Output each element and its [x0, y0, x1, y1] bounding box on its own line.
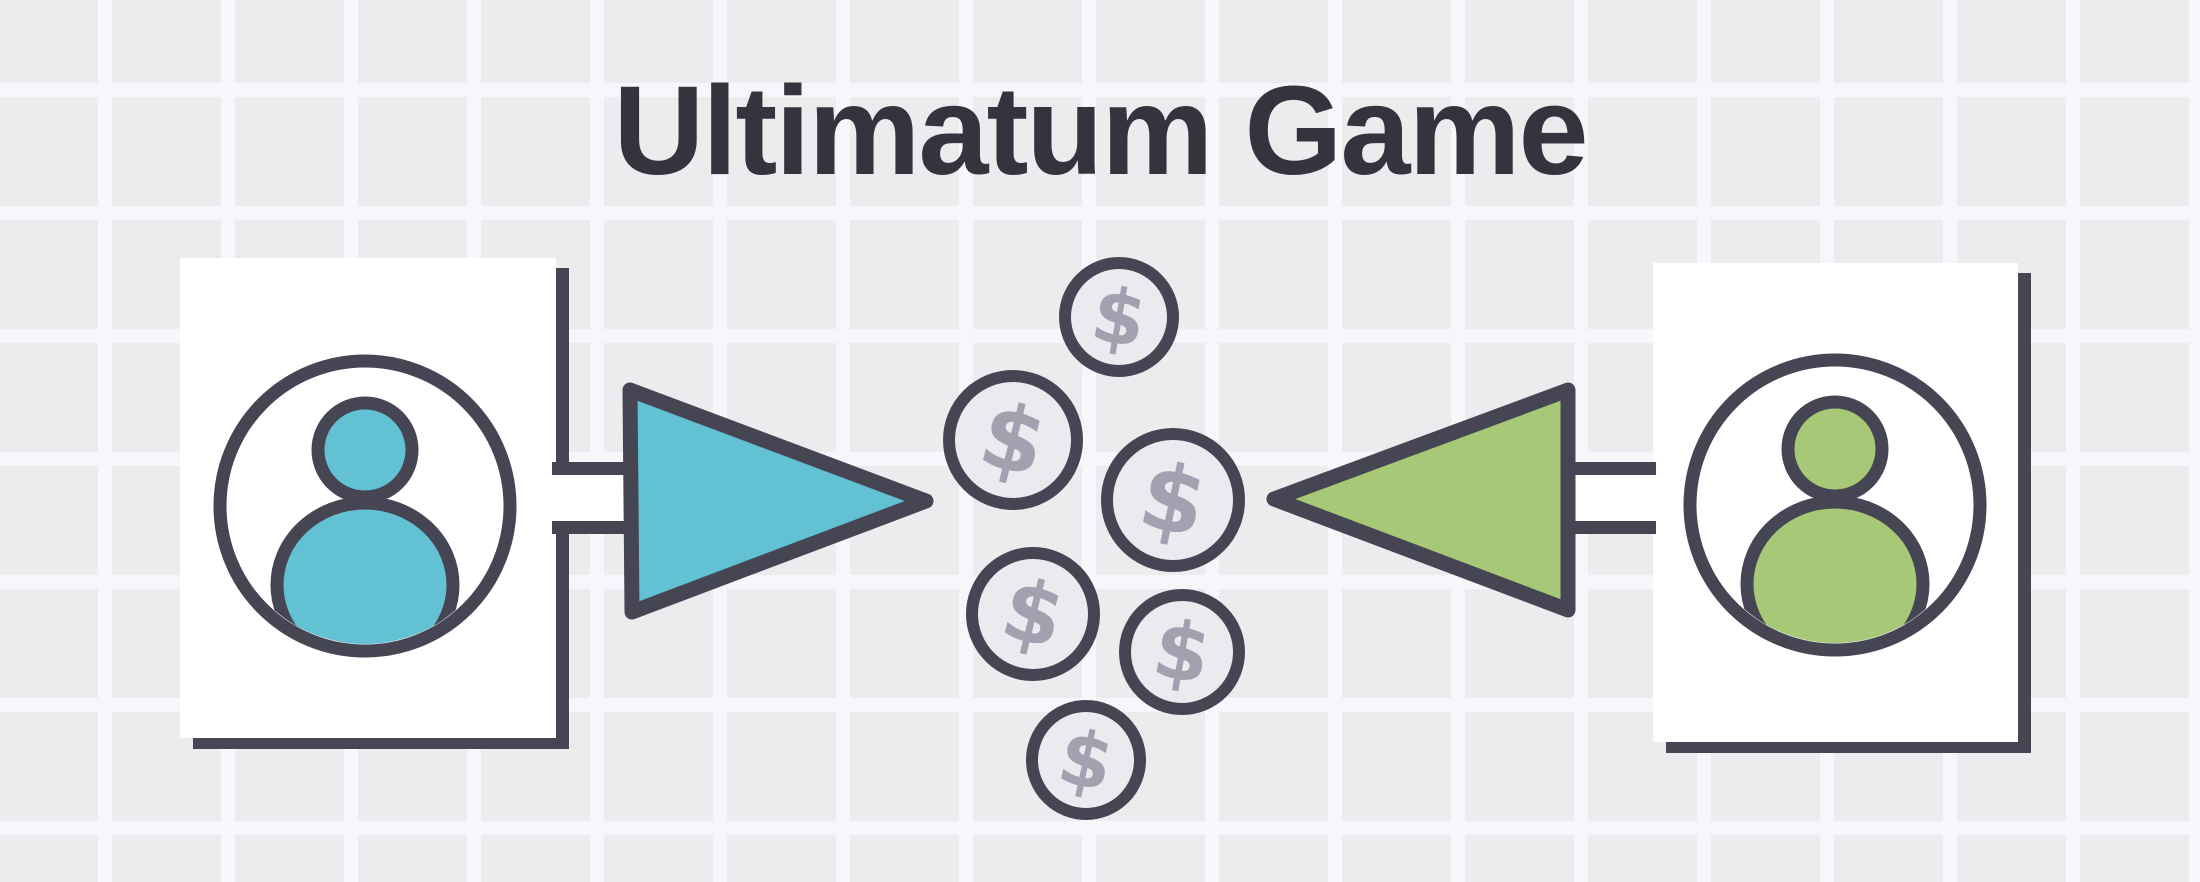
right-arrow-stem-rail-top [1562, 462, 1656, 475]
dollar-coin: $ [1026, 700, 1146, 820]
left-arrow-stem-rail-top [552, 462, 638, 475]
dollar-coin: $ [966, 547, 1100, 681]
right-offer-arrow [1266, 382, 1656, 618]
right-player-card [1653, 263, 2031, 753]
right-person-icon [1683, 353, 1987, 657]
left-person-icon [213, 354, 517, 658]
right-arrow-stem-rail-bottom [1562, 521, 1656, 534]
right-avatar-head [1781, 395, 1889, 503]
arrow-left-icon [1266, 382, 1576, 618]
left-offer-arrow [552, 382, 934, 620]
dollar-coin: $ [1101, 428, 1245, 572]
right-arrow-stem-gap [1562, 475, 1656, 521]
left-avatar-head [311, 396, 419, 504]
left-player-card [180, 258, 569, 749]
left-arrow-stem-rail-bottom [552, 521, 638, 534]
dollar-coin: $ [943, 370, 1083, 510]
money-coins: $ $ $ $ $ $ [943, 257, 1245, 820]
dollar-coin: $ [1119, 589, 1245, 715]
page-title: Ultimatum Game [613, 60, 1588, 201]
dollar-coin: $ [1059, 257, 1179, 377]
arrow-right-icon [622, 382, 934, 620]
